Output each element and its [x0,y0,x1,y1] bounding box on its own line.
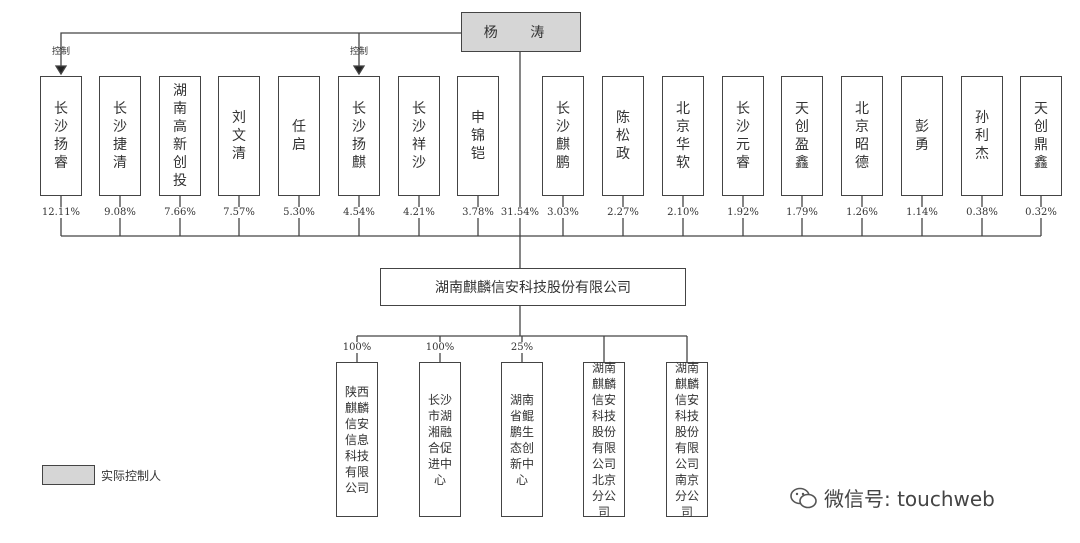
shareholder-pct: 3.03% [546,207,580,218]
shareholder-name: 天创鼎鑫 [1034,101,1048,171]
shareholder-pct: 4.54% [342,207,376,218]
shareholder-name: 长沙捷清 [113,101,127,171]
shareholder-name: 申锦铠 [471,110,485,162]
shareholder-box: 长沙麒鹏 [542,76,584,196]
shareholder-pct: 3.78% [461,207,495,218]
shareholder-pct: 7.66% [163,207,197,218]
shareholder-pct: 12.11% [40,207,82,218]
shareholder-pct: 1.79% [785,207,819,218]
shareholder-pct: 0.32% [1024,207,1058,218]
company-name: 湖南麒麟信安科技股份有限公司 [435,280,631,296]
subsidiary-name: 湖南麒麟信安科技股份有限公司南京分公司 [675,360,700,519]
shareholder-name: 长沙元睿 [736,101,750,171]
actual-controller-box: 杨 涛 [461,12,581,52]
shareholder-pct: 9.08% [103,207,137,218]
shareholder-name: 陈松政 [616,110,630,162]
subsidiary-box: 陕西麒麟信安信息科技有限公司 [336,362,378,517]
shareholder-pct: 5.30% [282,207,316,218]
controller-pct: 31.54% [499,207,541,218]
shareholder-name: 湖南高新创投 [173,83,187,189]
shareholder-box: 长沙扬睿 [40,76,82,196]
shareholder-box: 长沙扬麒 [338,76,380,196]
subsidiary-pct: 25% [509,342,535,353]
shareholder-pct: 4.21% [402,207,436,218]
shareholder-pct: 7.57% [222,207,256,218]
shareholder-pct: 2.27% [606,207,640,218]
shareholder-box: 长沙捷清 [99,76,141,196]
legend-label: 实际控制人 [101,469,162,483]
wechat-icon [790,487,817,508]
shareholder-pct: 2.10% [666,207,700,218]
shareholder-name: 北京昭德 [855,101,869,171]
shareholder-name: 天创盈鑫 [795,101,809,171]
shareholder-box: 刘文清 [218,76,260,196]
shareholder-box: 天创盈鑫 [781,76,823,196]
shareholder-pct: 1.14% [905,207,939,218]
company-box: 湖南麒麟信安科技股份有限公司 [380,268,686,306]
shareholder-box: 申锦铠 [457,76,499,196]
shareholder-name: 孙利杰 [975,110,989,162]
subsidiary-box: 湖南省鲲鹏生态创新中心 [501,362,543,517]
shareholder-name: 任启 [292,119,306,153]
subsidiary-name: 湖南麒麟信安科技股份有限公司北京分公司 [592,360,617,519]
shareholder-name: 彭勇 [915,119,929,153]
shareholder-box: 长沙祥沙 [398,76,440,196]
controller-name: 杨 涛 [483,25,559,41]
subsidiary-box: 长沙市湖湘融合促进中心 [419,362,461,517]
shareholder-box: 陈松政 [602,76,644,196]
watermark: 微信号: touchweb [790,483,995,512]
subsidiary-pct: 100% [424,342,456,353]
subsidiary-box: 湖南麒麟信安科技股份有限公司北京分公司 [583,360,625,519]
subsidiary-pct: 100% [341,342,373,353]
legend-swatch [42,465,95,485]
shareholder-name: 长沙扬睿 [54,101,68,171]
subsidiary-name: 湖南省鲲鹏生态创新中心 [510,392,535,487]
subsidiary-name: 陕西麒麟信安信息科技有限公司 [345,384,370,495]
shareholder-box: 任启 [278,76,320,196]
shareholder-pct: 0.38% [965,207,999,218]
control-label: 控制 [51,47,71,57]
shareholder-name: 刘文清 [232,110,246,162]
shareholder-pct: 1.26% [845,207,879,218]
shareholder-name: 北京华软 [676,101,690,171]
subsidiary-box: 湖南麒麟信安科技股份有限公司南京分公司 [666,360,708,519]
shareholder-pct: 1.92% [726,207,760,218]
control-label: 控制 [349,47,369,57]
subsidiary-name: 长沙市湖湘融合促进中心 [428,392,453,487]
shareholder-box: 孙利杰 [961,76,1003,196]
shareholder-box: 湖南高新创投 [159,76,201,196]
shareholder-box: 北京昭德 [841,76,883,196]
shareholder-name: 长沙祥沙 [412,101,426,171]
watermark-text: 微信号: touchweb [824,487,995,511]
shareholder-box: 天创鼎鑫 [1020,76,1062,196]
shareholder-box: 彭勇 [901,76,943,196]
shareholder-box: 长沙元睿 [722,76,764,196]
shareholder-name: 长沙麒鹏 [556,101,570,171]
shareholder-name: 长沙扬麒 [352,101,366,171]
shareholder-box: 北京华软 [662,76,704,196]
